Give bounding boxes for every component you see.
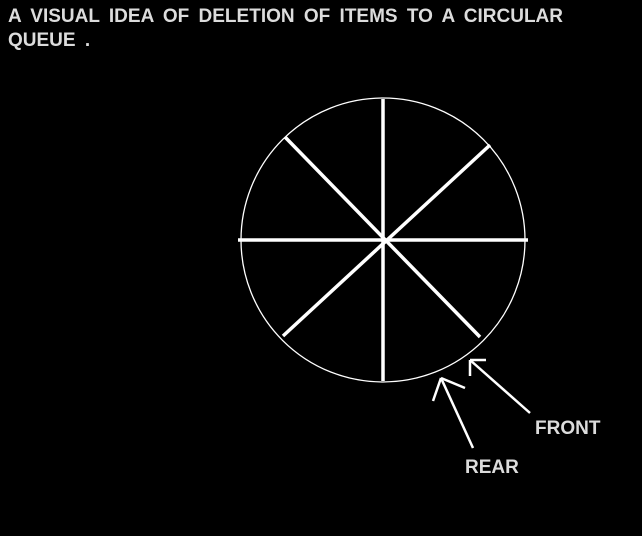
front-label: FRONT (535, 418, 601, 439)
title-line-2: QUEUE . (8, 30, 91, 51)
rear-arrow (431, 376, 475, 449)
spoke-diagonal-2 (281, 143, 492, 338)
spoke-diagonal-1 (283, 135, 482, 339)
title-line-1: A VISUAL IDEA OF DELETION OF ITEMS TO A … (8, 6, 563, 27)
rear-label: REAR (465, 457, 519, 478)
front-arrow (468, 358, 531, 414)
